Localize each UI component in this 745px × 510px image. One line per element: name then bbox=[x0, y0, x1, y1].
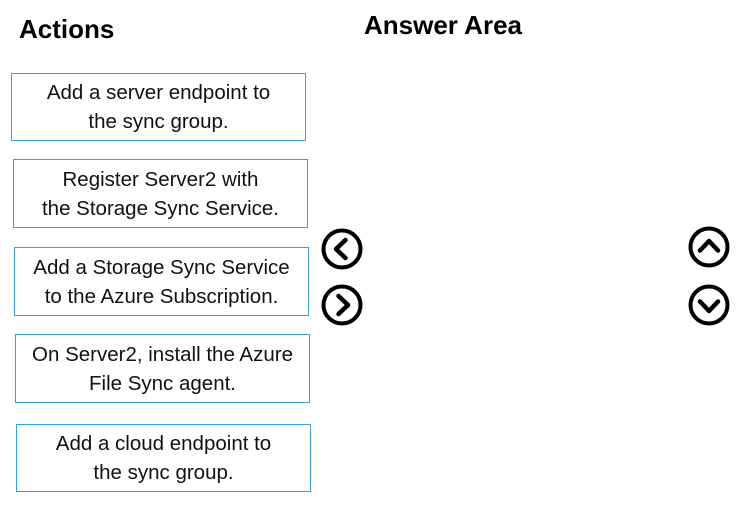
move-left-button[interactable] bbox=[321, 228, 363, 270]
action-item-label: Add a server endpoint to the sync group. bbox=[46, 81, 271, 133]
action-item-label: Add a Storage Sync Service to the Azure … bbox=[33, 255, 290, 308]
action-item-add-server-endpoint[interactable]: Add a server endpoint to the sync group. bbox=[11, 73, 306, 141]
move-right-button[interactable] bbox=[321, 284, 363, 326]
action-item-register-server2[interactable]: Register Server2 with the Storage Sync S… bbox=[13, 159, 308, 228]
action-item-label: On Server2, install the Azure File Sync … bbox=[32, 342, 293, 395]
move-down-button[interactable] bbox=[688, 284, 730, 326]
chevron-down-circle-icon bbox=[688, 284, 730, 326]
answer-area-heading: Answer Area bbox=[364, 10, 522, 40]
action-item-add-cloud-endpoint[interactable]: Add a cloud endpoint to the sync group. bbox=[16, 424, 311, 492]
chevron-right-circle-icon bbox=[321, 284, 363, 326]
action-item-label: Add a cloud endpoint to the sync group. bbox=[55, 432, 272, 484]
chevron-up-circle-icon bbox=[688, 226, 730, 268]
actions-heading: Actions bbox=[19, 14, 115, 44]
answer-area-dropzone[interactable] bbox=[370, 60, 670, 500]
move-up-button[interactable] bbox=[688, 226, 730, 268]
chevron-left-circle-icon bbox=[321, 228, 363, 270]
action-item-install-file-sync-agent[interactable]: On Server2, install the Azure File Sync … bbox=[15, 334, 310, 403]
action-item-label: Register Server2 with the Storage Sync S… bbox=[41, 167, 279, 220]
action-item-add-storage-sync-service[interactable]: Add a Storage Sync Service to the Azure … bbox=[14, 247, 309, 316]
